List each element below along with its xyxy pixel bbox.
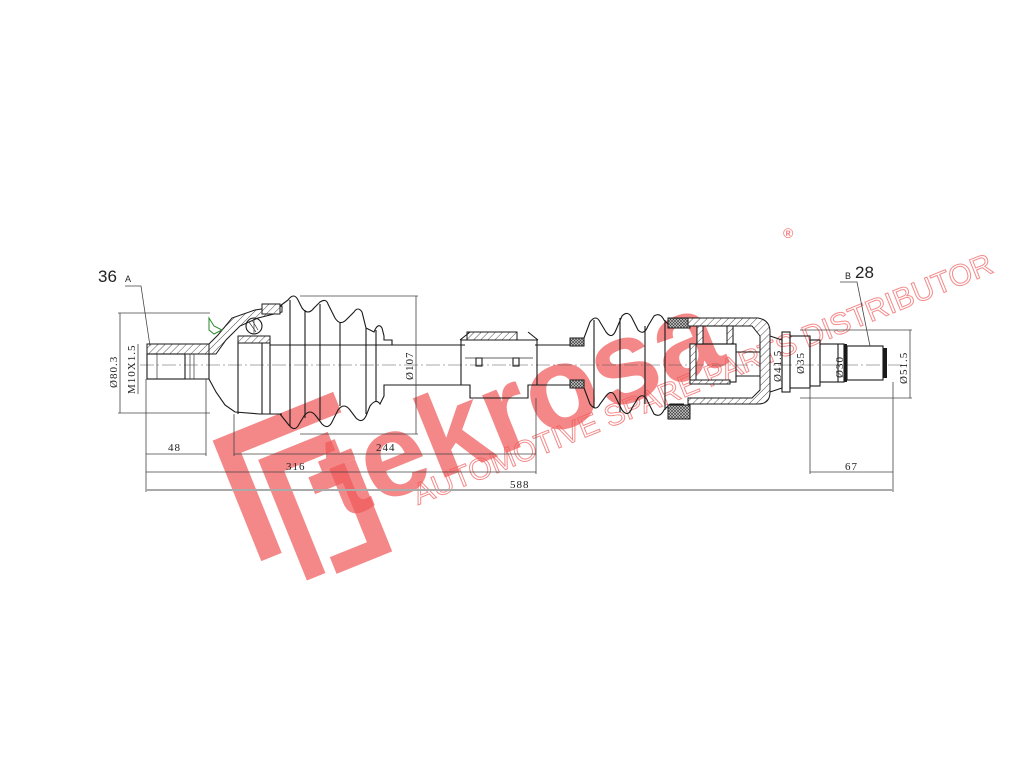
len-boot-span: 244: [376, 442, 396, 454]
left-boot: [279, 295, 393, 430]
len-left-stub: 48: [168, 442, 181, 454]
watermark: tekrosa ® AUTOMOTIVE SPARE PARTS DISTRIB…: [212, 225, 998, 581]
spline-label-right: B: [845, 271, 851, 281]
right-stub-shaft: [769, 331, 887, 393]
dia-left-flange: Ø80.3: [108, 356, 120, 388]
shaft-damper: [459, 331, 539, 399]
dia-boot: Ø107: [404, 352, 416, 380]
labels: 36 A B 28 Ø80.3 M10X1.5 Ø107 Ø41.5 Ø35 Ø…: [98, 263, 910, 491]
dia-right-seal: Ø35: [795, 352, 807, 374]
spline-count-right: 28: [855, 263, 874, 282]
dia-right-housing: Ø41.5: [772, 350, 784, 382]
len-right-stub: 67: [845, 461, 858, 473]
left-outer-joint: [146, 303, 283, 415]
watermark-registered: ®: [783, 225, 794, 241]
dimensions: [118, 281, 912, 492]
right-boot: [569, 312, 684, 416]
watermark-logo-icon: [212, 391, 393, 581]
dia-right-outer: Ø51.5: [898, 352, 910, 384]
len-left-to-damper: 316: [286, 461, 306, 473]
spline-label-left: A: [125, 274, 131, 284]
len-total: 588: [510, 479, 530, 491]
dia-right-shaft: Ø30: [834, 356, 846, 378]
thread-left: M10X1.5: [126, 345, 138, 394]
spline-count-left: 36: [98, 267, 117, 286]
right-inner-joint: [667, 317, 771, 420]
